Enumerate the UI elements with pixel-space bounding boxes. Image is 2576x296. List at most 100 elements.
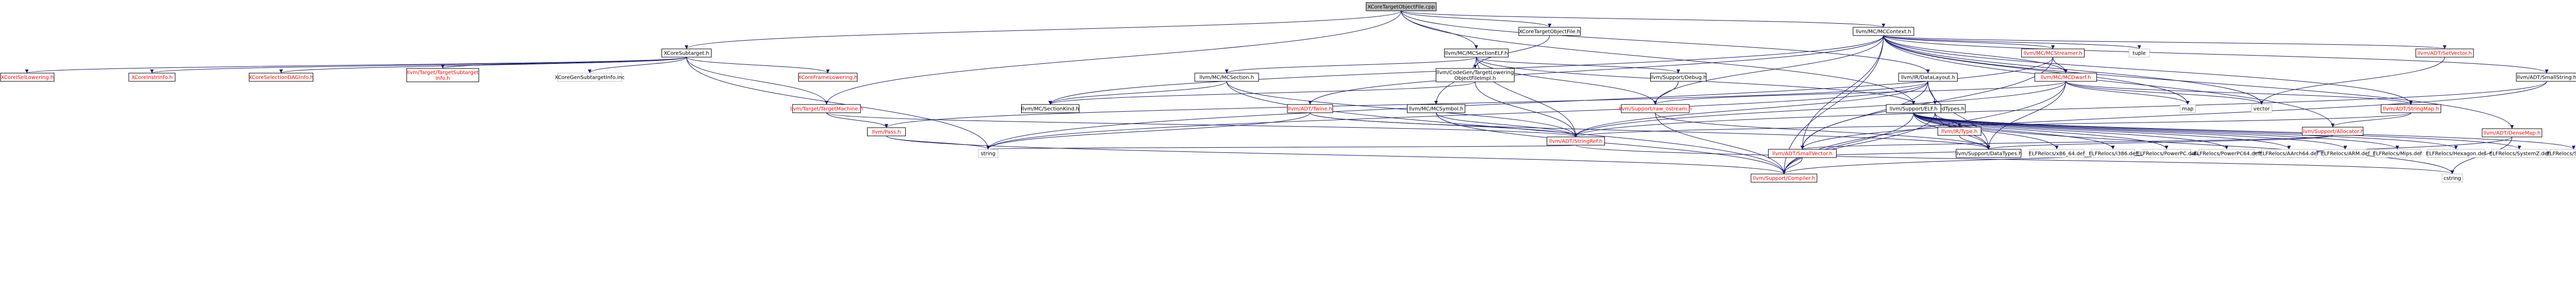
- node-ir-type[interactable]: llvm/IR/Type.h: [1937, 127, 1981, 136]
- node-box: [2091, 149, 2135, 158]
- node-mccontext[interactable]: llvm/MC/MCContext.h: [1853, 27, 1914, 36]
- node-codegen-tlof[interactable]: llvm/CodeGen/TargetLoweringObjectFileImp…: [1435, 68, 1515, 82]
- edge-mcstreamer-to-mcdwarf: [2053, 57, 2068, 74]
- node-label: llvm/MC/MCSectionELF.h: [1445, 51, 1508, 57]
- node-box: [1194, 73, 1259, 82]
- edge-raw_ostream-to-data_types: [1655, 112, 1991, 150]
- edge-mccontext-to-tuple: [1883, 35, 2141, 49]
- node-label: llvm/Support/Allocator.h: [2302, 129, 2364, 135]
- edge-target_machine-to-llvm_pass: [826, 112, 888, 128]
- edge-adt_twine-to-string: [986, 112, 1311, 150]
- node-xcore-seldag[interactable]: XCoreSelectionDAGInfo.h: [249, 73, 314, 82]
- node-label: llvm/MC/SectionKind.h: [1021, 107, 1079, 112]
- node-box: [1406, 104, 1465, 113]
- node-xcore-instrinfo[interactable]: XCoreInstrInfo.h: [128, 73, 176, 82]
- node-box: [2128, 48, 2150, 58]
- edge-string_ref-to-cstring: [1575, 145, 2454, 175]
- node-label: XCoreInstrInfo.h: [131, 75, 173, 81]
- edge-mccontext-to-vector: [1883, 35, 2264, 105]
- node-box: [0, 73, 55, 82]
- node-label: tuple: [2133, 51, 2146, 57]
- node-support-debug[interactable]: llvm/Support/Debug.h: [1650, 73, 1707, 82]
- edge-mcsectionelf-to-mcsection: [1225, 57, 1477, 74]
- edge-mccontext-to-adt_twine: [1308, 35, 1884, 105]
- node-small-string[interactable]: llvm/ADT/SmallString.h: [2516, 73, 2576, 82]
- edge-xcore_subtarget-to-target_machine: [686, 57, 828, 105]
- edge-xcore_tof_h-to-codegen_tlof: [1473, 35, 1550, 69]
- node-box: [1956, 149, 2022, 158]
- node-setvector[interactable]: llvm/ADT/SetVector.h: [2415, 48, 2474, 58]
- node-support-allocator[interactable]: llvm/Support/Allocator.h: [2302, 127, 2364, 136]
- node-label: llvm/Support/raw_ostream.h: [1619, 107, 1692, 112]
- node-label: llvm/MC/MCContext.h: [1856, 29, 1911, 35]
- edge-target_machine-to-string_ref: [826, 112, 1578, 137]
- edges-layer: [25, 10, 2575, 175]
- node-label: llvm/ADT/SmallVector.h: [1772, 151, 1833, 157]
- node-box: [249, 73, 314, 82]
- node-xcore-framelowering[interactable]: XCoreFrameLowering.h: [798, 73, 858, 82]
- node-string-ref[interactable]: llvm/ADT/StringRef.h: [1547, 136, 1605, 146]
- edge-xcore_subtarget-to-xcore_isel: [25, 57, 687, 74]
- edge-mcdwarf-to-raw_ostream: [1653, 81, 2066, 105]
- node-label: ELFRelocs/AArch64.def: [2260, 151, 2319, 157]
- node-box: [2415, 48, 2474, 58]
- node-label: llvm/Support/Compiler.h: [1753, 176, 1815, 182]
- node-target-machine[interactable]: llvm/Target/TargetMachine.h: [790, 104, 863, 113]
- node-xcore-tof-h[interactable]: XCoreTargetObjectFile.h: [1518, 27, 1581, 36]
- node-box: [2442, 173, 2463, 183]
- node-label: XCoreSelectionDAGInfo.h: [249, 75, 314, 81]
- node-mcsection[interactable]: llvm/MC/MCSection.h: [1194, 73, 1259, 82]
- node-label: llvm/Support/ELF.h: [1890, 107, 1938, 112]
- node-box: [2374, 149, 2420, 158]
- edge-root-to-xcore_tof_h: [1401, 10, 1552, 28]
- node-dense-map[interactable]: llvm/ADT/DenseMap.h: [2482, 128, 2543, 137]
- node-small-vector[interactable]: llvm/ADT/SmallVector.h: [1768, 149, 1837, 158]
- node-mcsymbol[interactable]: llvm/MC/MCSymbol.h: [1406, 104, 1465, 113]
- node-box: [557, 73, 622, 82]
- node-box: [1650, 73, 1707, 82]
- node-label: llvm/MC/MCDwarf.h: [2041, 75, 2091, 81]
- node-box: [1937, 127, 1981, 136]
- node-label: XCoreTargetObjectFile.h: [1519, 29, 1580, 35]
- node-box: [1021, 104, 1080, 113]
- node-llvm-pass[interactable]: llvm/Pass.h: [867, 127, 906, 136]
- edge-xcore_subtarget-to-string: [686, 57, 990, 150]
- node-adt-twine[interactable]: llvm/ADT/Twine.h: [1287, 104, 1333, 113]
- edge-mccontext-to-small_vector: [1800, 35, 1884, 150]
- node-label: ELFRelocs/x86_64.def: [2029, 151, 2085, 157]
- node-data-types[interactable]: llvm/Support/DataTypes.h: [1955, 149, 2022, 158]
- edge-support_elf-to-elf_systemz: [1913, 112, 2521, 150]
- node-mcsectionkind[interactable]: llvm/MC/SectionKind.h: [1021, 104, 1080, 113]
- edge-mcsection-to-string_ref: [1226, 81, 1578, 137]
- edge-derived_types-to-compiler: [1782, 112, 1936, 175]
- node-mcstreamer[interactable]: llvm/MC/MCStreamer.h: [2021, 48, 2085, 58]
- node-mcsectionelf[interactable]: llvm/MC/MCSectionELF.h: [1444, 48, 1509, 58]
- edge-support_elf-to-elf_i386: [1913, 112, 2115, 150]
- node-vector: vector: [2251, 104, 2273, 113]
- edge-mcsymbol-to-compiler: [1435, 112, 1786, 175]
- node-raw-ostream[interactable]: llvm/Support/raw_ostream.h: [1619, 104, 1692, 113]
- edge-mcdwarf-to-vector: [2065, 81, 2264, 105]
- node-label: llvm/Target/TargetMachine.h: [790, 107, 863, 112]
- edge-mccontext-to-mcstreamer: [1883, 35, 2055, 49]
- node-label: ELFRelocs/SystemZ.def: [2489, 151, 2550, 157]
- node-box: [1366, 2, 1437, 11]
- node-label: ELFRelocs/Mips.def: [2372, 151, 2422, 157]
- node-box: [1547, 136, 1605, 146]
- node-xcore-subtarget[interactable]: XCoreSubtarget.h: [661, 48, 711, 58]
- node-string-map[interactable]: llvm/ADT/StringMap.h: [2381, 104, 2442, 113]
- edge-string_map-to-support_allocator: [2331, 112, 2412, 128]
- node-ir-datalayout[interactable]: llvm/IR/DataLayout.h: [1898, 73, 1958, 82]
- edge-string_map-to-string_ref: [1574, 112, 2412, 137]
- node-mcdwarf[interactable]: llvm/MC/MCDwarf.h: [2035, 73, 2097, 82]
- node-box: [661, 48, 711, 58]
- node-compiler[interactable]: llvm/Support/Compiler.h: [1751, 173, 1818, 183]
- node-label: llvm/Support/Debug.h: [1650, 75, 1707, 81]
- node-xcore-isel[interactable]: XCoreISelLowering.h: [0, 73, 55, 82]
- edge-mcsectionelf-to-support_debug: [1476, 57, 1680, 74]
- node-support-elf[interactable]: llvm/Support/ELF.h: [1886, 104, 1941, 113]
- node-map: map: [2179, 104, 2196, 113]
- node-label: llvm/Support/DataTypes.h: [1955, 151, 2022, 157]
- node-cstring: cstring: [2442, 173, 2463, 183]
